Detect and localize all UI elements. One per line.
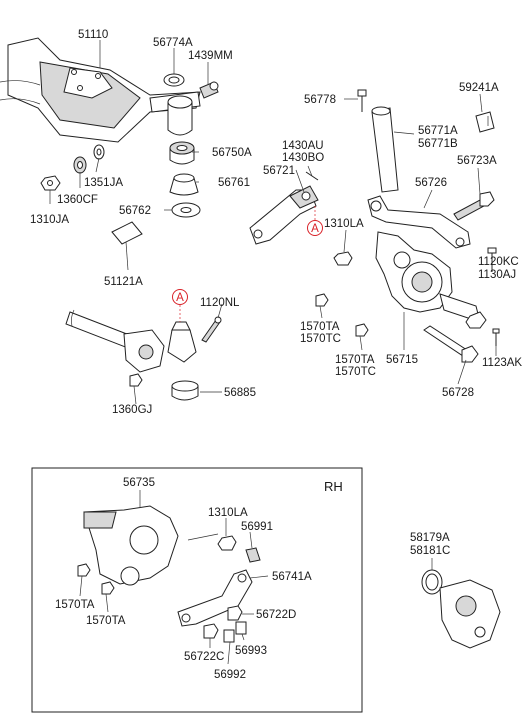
callout-51110: 51110 bbox=[78, 29, 108, 41]
callout-1130AJ: 1130AJ bbox=[478, 269, 516, 281]
bolt-1120NL bbox=[201, 316, 222, 343]
caliper-bracket-58181C bbox=[439, 579, 501, 649]
leader-lines bbox=[49, 40, 497, 665]
callout-1120KC: 1120KC bbox=[478, 256, 519, 268]
callout-56735: 56735 bbox=[123, 477, 155, 489]
nut-56722D bbox=[227, 605, 243, 621]
callout-1570TA-rh1: 1570TA bbox=[55, 599, 95, 611]
washer-56762 bbox=[171, 202, 201, 218]
callout-1570TA-top: 1570TA bbox=[300, 321, 340, 333]
callout-1430AU: 1430AU bbox=[282, 140, 324, 152]
callout-1439MM: 1439MM bbox=[188, 50, 233, 62]
callout-1570TA-rh2: 1570TA bbox=[86, 615, 126, 627]
rh-box-frame bbox=[31, 467, 363, 713]
callout-56722C: 56722C bbox=[184, 651, 224, 663]
callout-56993: 56993 bbox=[235, 645, 267, 657]
plate-51121A bbox=[111, 221, 143, 245]
ref-marker-a-lower: A bbox=[172, 289, 188, 322]
callout-1310LA-rh: 1310LA bbox=[208, 507, 248, 519]
nut-1310LA bbox=[333, 251, 353, 266]
bracket-59241A bbox=[475, 111, 495, 133]
ball-joint-end bbox=[167, 321, 197, 363]
bolt-1570TA-rh1 bbox=[77, 563, 91, 577]
tie-rod-assembly bbox=[65, 309, 165, 373]
bolt-56728 bbox=[423, 325, 479, 363]
bolt-1570TA-mid bbox=[355, 323, 369, 337]
washer-1351JA bbox=[93, 144, 105, 160]
callout-1430BO: 1430BO bbox=[282, 152, 324, 164]
mount-56750A bbox=[169, 141, 195, 165]
callout-labels: 51110 56774A 1439MM 56778 59241A 56771A … bbox=[30, 29, 522, 681]
bolt-1570TA-rh2 bbox=[101, 581, 115, 595]
fitting-56993 bbox=[235, 621, 247, 635]
callout-51121A: 51121A bbox=[104, 276, 143, 288]
nut-1310LA-rh bbox=[217, 535, 237, 551]
callout-1120NL: 1120NL bbox=[200, 297, 240, 309]
bolt-1570TA-upper bbox=[315, 293, 329, 307]
bolt-56778 bbox=[357, 89, 367, 112]
callout-56726: 56726 bbox=[415, 177, 447, 189]
knuckle-56715 bbox=[375, 231, 481, 323]
oring-58179A bbox=[421, 569, 443, 595]
callout-56722D: 56722D bbox=[256, 609, 296, 621]
idler-arm-56721 bbox=[249, 185, 319, 245]
callout-56771B: 56771B bbox=[418, 138, 458, 150]
callout-56750A: 56750A bbox=[212, 147, 252, 159]
callout-1570TC-top: 1570TC bbox=[300, 333, 341, 345]
bolt-56723A bbox=[453, 191, 495, 221]
callout-56992: 56992 bbox=[214, 669, 246, 681]
crossmember-51110 bbox=[0, 37, 201, 143]
nut-56722C bbox=[203, 623, 219, 639]
bolt-1439MM bbox=[199, 81, 219, 99]
callout-56761: 56761 bbox=[218, 177, 250, 189]
callout-56741A: 56741A bbox=[272, 571, 312, 583]
sleeve-56771A bbox=[371, 106, 399, 193]
washer-1360GJ bbox=[129, 373, 143, 387]
callout-56778: 56778 bbox=[304, 94, 336, 106]
nut-1130AJ bbox=[465, 311, 487, 329]
callout-1360CF: 1360CF bbox=[57, 194, 98, 206]
callout-56721: 56721 bbox=[263, 165, 295, 177]
washer-56774A bbox=[163, 73, 185, 87]
callout-1570TA-mid: 1570TA bbox=[335, 354, 375, 366]
callout-56715: 56715 bbox=[386, 354, 418, 366]
callout-58179A: 58179A bbox=[410, 532, 450, 544]
callout-58181C: 58181C bbox=[410, 545, 450, 557]
callout-1351JA: 1351JA bbox=[84, 177, 123, 189]
callout-56762: 56762 bbox=[119, 205, 151, 217]
callout-59241A: 59241A bbox=[459, 82, 499, 94]
svg-text:A: A bbox=[176, 292, 184, 304]
arm-56741A bbox=[177, 569, 253, 627]
callout-56774A: 56774A bbox=[153, 37, 193, 49]
callout-1570TC-mid: 1570TC bbox=[335, 366, 376, 378]
callout-56771A: 56771A bbox=[418, 125, 458, 137]
boot-56885 bbox=[171, 380, 199, 401]
callout-56728: 56728 bbox=[442, 387, 474, 399]
callout-1310LA-top: 1310LA bbox=[324, 218, 364, 230]
bolt-56991 bbox=[245, 547, 261, 563]
fitting-56992 bbox=[223, 629, 235, 643]
callout-1360GJ: 1360GJ bbox=[112, 404, 152, 416]
callout-1310JA: 1310JA bbox=[30, 214, 69, 226]
callout-1123AK: 1123AK bbox=[482, 357, 522, 369]
ref-marker-a-upper: A bbox=[307, 204, 323, 236]
rh-box-label: RH bbox=[324, 479, 343, 494]
nut-1310JA bbox=[40, 175, 61, 191]
callout-56723A: 56723A bbox=[457, 155, 497, 167]
mount-bushing-upper bbox=[167, 95, 193, 136]
callout-56991: 56991 bbox=[241, 521, 273, 533]
bolt-1123AK bbox=[492, 328, 500, 346]
mount-56761 bbox=[169, 173, 199, 196]
idler-arm-56726 bbox=[367, 195, 471, 249]
svg-text:A: A bbox=[311, 223, 319, 235]
washer-1360CF bbox=[73, 156, 87, 174]
knuckle-56735 bbox=[83, 505, 179, 586]
callout-56885: 56885 bbox=[224, 387, 256, 399]
